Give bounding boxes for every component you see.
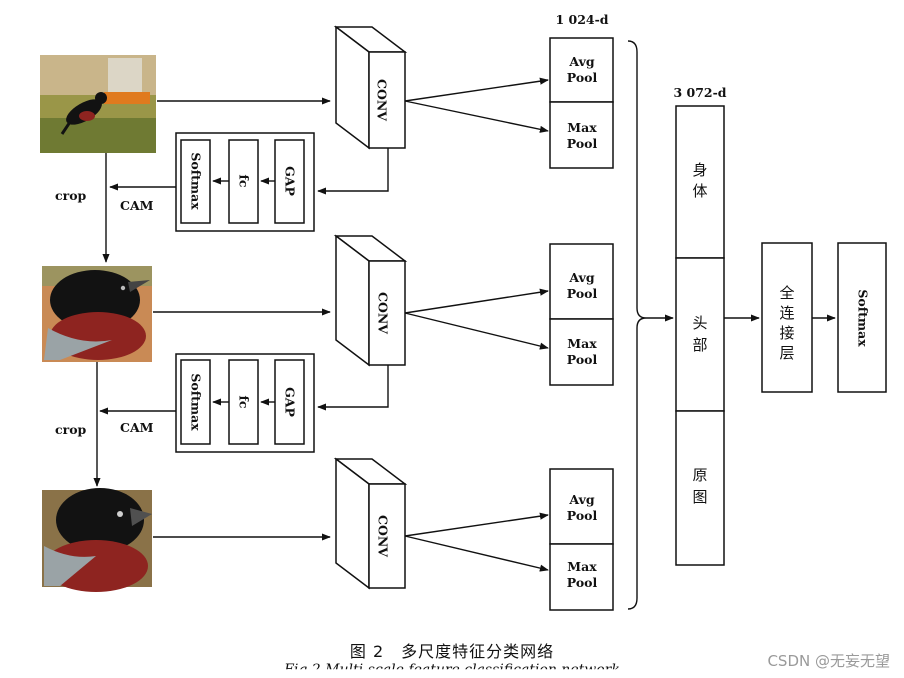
svg-text:图: 图 (692, 488, 707, 506)
svg-text:Softmax: Softmax (189, 373, 204, 431)
max-pool-box (549, 318, 614, 386)
svg-text:Softmax: Softmax (189, 152, 204, 210)
fc-layer-box: 全 连 接 层 (761, 242, 813, 393)
svg-text:Avg: Avg (568, 270, 594, 285)
svg-text:体: 体 (692, 182, 707, 200)
network-diagram: CONV CONV CONV 1 024-d Avg Pool Max Pool… (40, 12, 887, 611)
svg-text:GAP: GAP (283, 166, 298, 196)
svg-text:Pool: Pool (567, 575, 598, 590)
svg-text:头: 头 (692, 314, 707, 332)
svg-text:Softmax: Softmax (856, 289, 871, 347)
avg-pool-box (549, 468, 614, 545)
svg-text:fc: fc (237, 396, 252, 409)
pool-stack-2: Avg Pool Max Pool (549, 243, 614, 386)
crop-label: crop (55, 422, 87, 437)
conv-label: CONV (376, 292, 391, 334)
conv-block-3: CONV (333, 457, 408, 590)
avg-pool-box (549, 243, 614, 320)
conv-block-2: CONV (333, 234, 408, 367)
cam-label: CAM (120, 420, 154, 435)
pool-stack-1: 1 024-d Avg Pool Max Pool (549, 12, 614, 169)
svg-text:Pool: Pool (567, 136, 598, 151)
svg-text:Max: Max (567, 336, 597, 351)
softmax-box (180, 139, 211, 224)
cam-label: CAM (120, 198, 154, 213)
fc-box (228, 359, 259, 445)
pool-stack-3: Avg Pool Max Pool (549, 468, 614, 611)
svg-text:接: 接 (779, 324, 794, 342)
attention-block-1: Softmax fc GAP CAM crop (55, 132, 315, 232)
svg-text:Pool: Pool (567, 70, 598, 85)
conv-label: CONV (375, 79, 390, 121)
svg-text:原: 原 (692, 466, 707, 484)
svg-text:fc: fc (237, 175, 252, 188)
max-pool-box (549, 543, 614, 611)
original-feature-box (675, 410, 725, 566)
figure-caption-cn: 图 2 多尺度特征分类网络 (349, 642, 555, 661)
figure-caption-en: Fig.2 Multi-scale feature classification… (284, 662, 620, 678)
watermark-label: CSDN @无妄无望 (767, 652, 890, 670)
svg-text:层: 层 (779, 344, 794, 362)
bird-image-head (42, 488, 152, 592)
svg-text:Max: Max (567, 559, 597, 574)
bird-image-full (40, 55, 156, 153)
svg-text:Avg: Avg (568, 492, 594, 507)
svg-text:部: 部 (692, 336, 707, 354)
crop-label: crop (55, 188, 87, 203)
final-softmax-box: Softmax (837, 242, 887, 393)
svg-text:连: 连 (779, 304, 794, 322)
svg-text:Pool: Pool (567, 508, 598, 523)
conv-block-1: CONV (333, 25, 408, 150)
concat-dim-label: 3 072-d (673, 85, 726, 100)
conv-label: CONV (376, 515, 391, 557)
svg-text:身: 身 (692, 161, 707, 179)
svg-text:Avg: Avg (568, 54, 594, 69)
head-feature-box (675, 257, 725, 412)
body-feature-box (675, 105, 725, 259)
svg-text:Pool: Pool (567, 286, 598, 301)
attention-block-2: Softmax fc GAP CAM crop (55, 353, 315, 453)
pool-dim-label: 1 024-d (555, 12, 608, 27)
avg-pool-box (549, 37, 614, 103)
max-pool-box (549, 101, 614, 169)
bird-image-body (42, 266, 152, 362)
concat-feature-column: 3 072-d 身 体 头 部 原 图 (673, 85, 727, 566)
svg-text:Pool: Pool (567, 352, 598, 367)
svg-text:Max: Max (567, 120, 597, 135)
connectors (93, 40, 836, 610)
softmax-box (180, 359, 211, 445)
svg-text:全: 全 (779, 284, 794, 302)
svg-text:GAP: GAP (283, 387, 298, 417)
